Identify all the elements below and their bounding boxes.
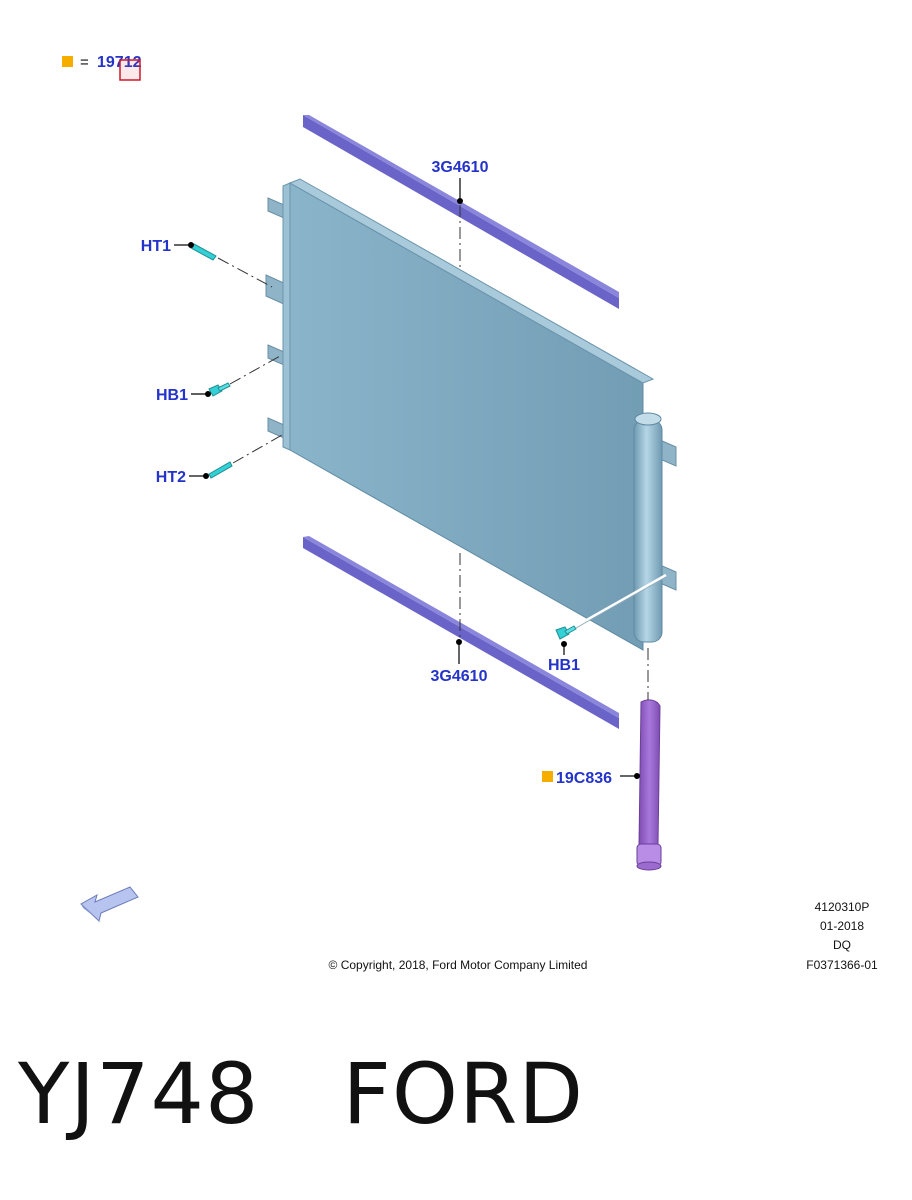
hb1-right-pin-edge (575, 576, 667, 629)
svg-text:3G4610: 3G4610 (431, 668, 488, 685)
hb1-right-pin (575, 573, 667, 628)
seal-strip-bottom[interactable] (303, 536, 619, 729)
legend: = 19712 (62, 54, 142, 81)
selection-marker-icon (119, 59, 141, 81)
seal-strip-top[interactable] (303, 115, 619, 309)
desiccant-bag[interactable] (636, 699, 662, 871)
meta-date: 01-2018 (820, 919, 864, 933)
callout-hb1-right[interactable]: HB1 (548, 641, 580, 674)
orange-square-icon (62, 56, 73, 67)
part-caption: YJ748 FORD (18, 1045, 584, 1143)
callout-3g4610-bottom[interactable]: 3G4610 (431, 639, 488, 685)
fastener-ht2[interactable] (208, 461, 233, 479)
legend-equals: = (80, 54, 89, 71)
meta-code: 4120310P (815, 900, 870, 914)
meta-figure-id: F0371366-01 (806, 958, 878, 972)
hb1-left-dash (229, 355, 281, 385)
callout-ht1[interactable]: HT1 (141, 238, 194, 255)
ht2-dash (232, 434, 283, 464)
fastener-hb1-right[interactable] (555, 625, 577, 640)
fastener-ht1[interactable] (190, 243, 217, 261)
condenser-core[interactable] (282, 178, 655, 651)
svg-text:19C836: 19C836 (556, 770, 612, 787)
svg-text:HT2: HT2 (156, 469, 186, 486)
callout-ht2[interactable]: HT2 (156, 469, 209, 486)
meta-region: DQ (833, 938, 851, 952)
svg-text:3G4610: 3G4610 (432, 159, 489, 176)
front-direction-arrow-icon (80, 886, 139, 922)
fastener-hb1-left[interactable] (208, 382, 231, 397)
callout-3g4610-top[interactable]: 3G4610 (432, 159, 489, 204)
orange-square-icon (542, 771, 553, 782)
svg-text:HT1: HT1 (141, 238, 171, 255)
copyright-text: © Copyright, 2018, Ford Motor Company Li… (329, 958, 588, 972)
svg-text:HB1: HB1 (156, 387, 188, 404)
diagram-meta: 4120310P 01-2018 DQ F0371366-01 (806, 900, 878, 972)
callout-19c836[interactable]: 19C836 (542, 770, 640, 787)
parts-diagram: = 19712 (62, 54, 878, 972)
callout-hb1-left[interactable]: HB1 (156, 387, 211, 404)
ht1-dash (217, 257, 273, 288)
svg-text:HB1: HB1 (548, 657, 580, 674)
receiver-dryer-tank[interactable] (633, 412, 677, 643)
